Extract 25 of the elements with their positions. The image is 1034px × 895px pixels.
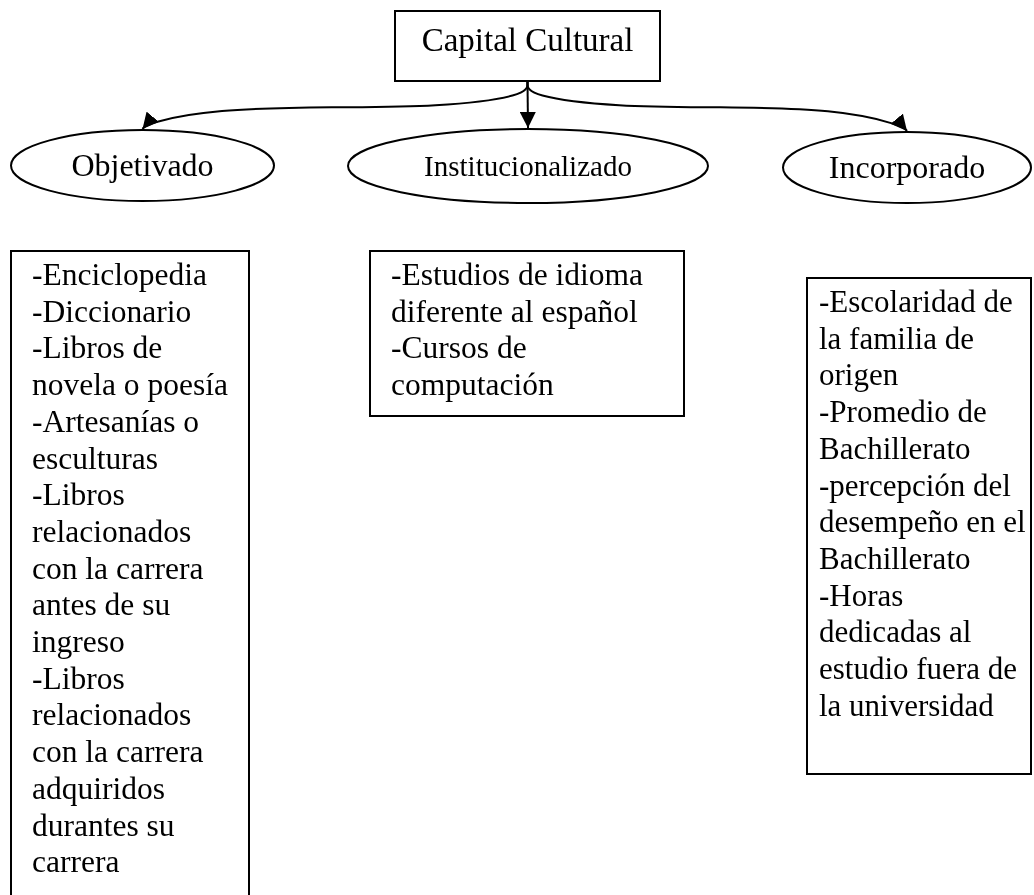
ellipse-node	[10, 129, 275, 202]
list-item: -Libros relacionados con la carrera antes de su ingreso	[32, 477, 205, 661]
list-item: -Escolaridad de la familia de origen	[819, 284, 1014, 395]
list-item: -Enciclopedia	[32, 257, 207, 294]
list-item: -Libros de novela o poesía	[32, 330, 229, 404]
node-label: Incorporado	[828, 149, 986, 186]
node-label: Institucionalizado	[424, 149, 632, 183]
ellipse-node	[347, 128, 709, 204]
list-item: -Estudios de idioma diferente al español	[391, 257, 644, 331]
list-item: -Libros relacionados con la carrera adquiridos durantes su carrera	[32, 660, 205, 881]
node-label: Objetivado	[71, 147, 214, 184]
list-item: -Promedio de Bachillerato	[819, 394, 988, 468]
title-box	[394, 10, 661, 82]
arrow	[141, 81, 529, 130]
item-list-box	[10, 250, 250, 895]
item-list-box	[806, 277, 1032, 775]
item-list-box	[369, 250, 685, 417]
ellipse-node	[782, 131, 1032, 204]
list-item: -Diccionario	[32, 293, 192, 331]
list-item: -Horas dedicadas al estudio fuera de la universidad	[819, 577, 1018, 725]
node-label: Capital Cultural	[421, 21, 634, 59]
list-item: -Cursos de computación	[391, 330, 555, 404]
list-item: -percepción del desempeño en el Bachillerato	[819, 467, 1026, 578]
arrow	[526, 81, 908, 132]
list-item: -Artesanías o esculturas	[32, 403, 201, 478]
